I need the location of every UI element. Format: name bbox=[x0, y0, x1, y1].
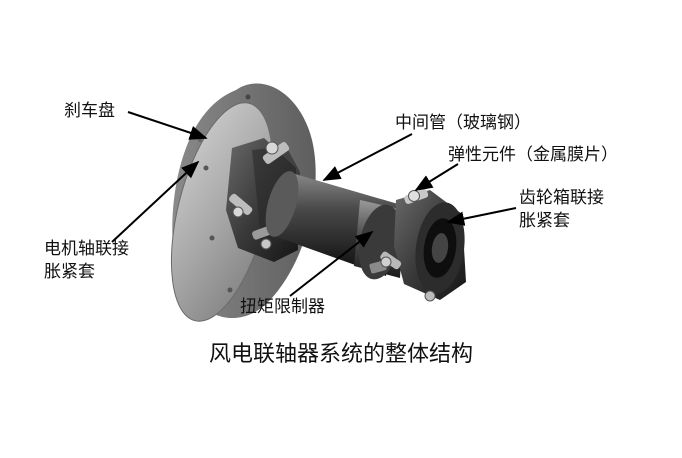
arrow-middle-tube bbox=[322, 133, 413, 181]
label-motor-shaft-sleeve-line1: 电机轴联接 bbox=[44, 239, 129, 259]
label-torque-limiter-text: 扭矩限制器 bbox=[240, 297, 325, 317]
figure-caption: 风电联轴器系统的整体结构 bbox=[208, 342, 473, 367]
label-torque-limiter: 扭矩限制器 bbox=[240, 296, 325, 319]
label-middle-tube: 中间管（玻璃钢） bbox=[395, 112, 531, 135]
label-elastic-element-text: 弹性元件（金属膜片） bbox=[448, 145, 618, 165]
arrow-torque-limiter bbox=[289, 230, 374, 297]
label-brake-disc: 刹车盘 bbox=[64, 100, 115, 123]
leader-arrows bbox=[111, 111, 517, 297]
label-middle-tube-text: 中间管（玻璃钢） bbox=[395, 113, 531, 133]
label-motor-shaft-sleeve-line2: 胀紧套 bbox=[44, 262, 95, 282]
label-gearbox-sleeve: 齿轮箱联接 胀紧套 bbox=[519, 187, 604, 233]
label-motor-shaft-sleeve: 电机轴联接 胀紧套 bbox=[44, 238, 129, 284]
label-gearbox-sleeve-line2: 胀紧套 bbox=[519, 211, 570, 231]
label-gearbox-sleeve-line1: 齿轮箱联接 bbox=[519, 188, 604, 208]
label-brake-disc-text: 刹车盘 bbox=[64, 101, 115, 121]
arrow-motor-sleeve bbox=[111, 160, 200, 243]
arrow-brake-disc bbox=[127, 111, 208, 140]
arrow-gearbox-sleeve bbox=[446, 207, 517, 226]
arrow-elastic bbox=[414, 163, 459, 191]
label-elastic-element: 弹性元件（金属膜片） bbox=[448, 144, 618, 167]
